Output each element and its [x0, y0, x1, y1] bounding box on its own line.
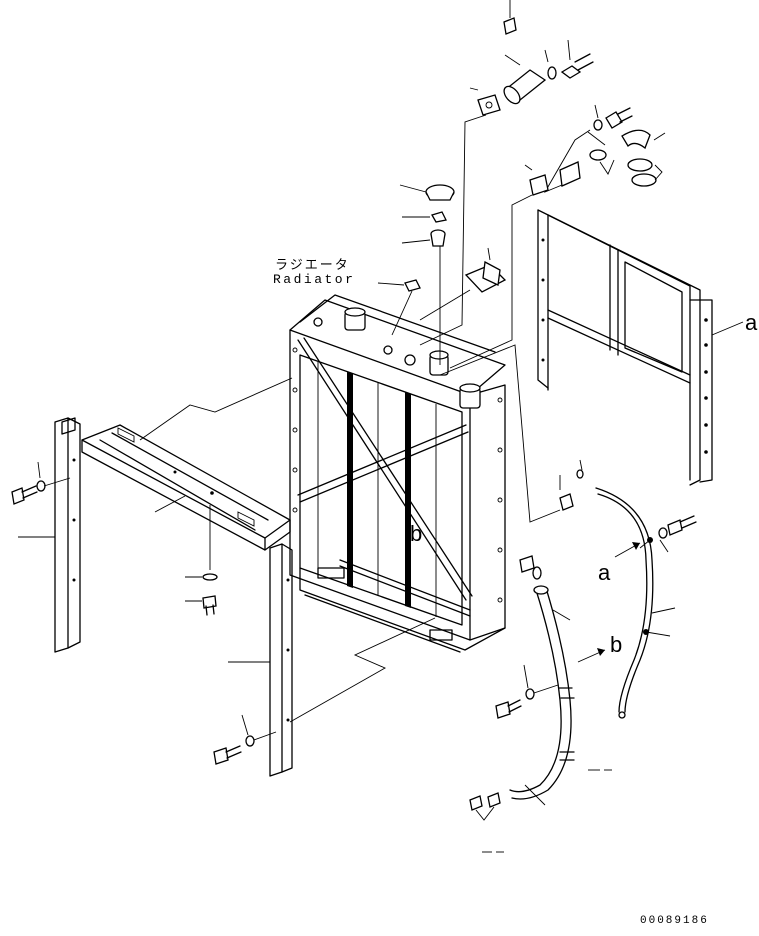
right-side-plate: [228, 543, 436, 777]
radiator-title-en: Radiator: [273, 272, 356, 287]
bolt-lower-center: [495, 664, 559, 719]
hose-fitting-right: [439, 344, 584, 523]
cap-seal: [402, 211, 447, 223]
radiator-core: [289, 294, 506, 653]
callout-arrow-a: [614, 542, 641, 558]
radiator-title-ja: ラジエータ: [275, 258, 350, 273]
top-cover-plate: [81, 377, 293, 551]
callout-a-lower: a: [598, 560, 611, 585]
flange-gasket-right: [449, 164, 549, 369]
bolt-left-lower: [213, 714, 277, 765]
callout-b-upper: b: [410, 521, 423, 546]
upper-right-pipe: [543, 104, 666, 193]
left-side-plate: [18, 417, 81, 653]
flange-gasket-upper: [419, 87, 501, 346]
callout-arrow-b: [577, 648, 606, 663]
bolt-left-upper: [11, 461, 71, 505]
filler-neck: [401, 229, 446, 365]
air-vent-valve: [419, 247, 507, 321]
callout-a-upper: a: [745, 310, 758, 335]
drain-plug: [377, 279, 421, 336]
bolt-center-vertical: [185, 505, 218, 616]
callout-b-lower: b: [610, 632, 623, 657]
upper-elbow-pipe: [503, 39, 594, 105]
overflow-hose: [595, 487, 697, 719]
hose-clamps: [469, 792, 501, 821]
fan-guard-frame: [537, 209, 744, 486]
top-bolt: [503, 0, 517, 35]
lower-drain-hose: [509, 555, 575, 806]
drawing-code: 00089186: [640, 915, 709, 927]
radiator-cap: [399, 184, 455, 201]
